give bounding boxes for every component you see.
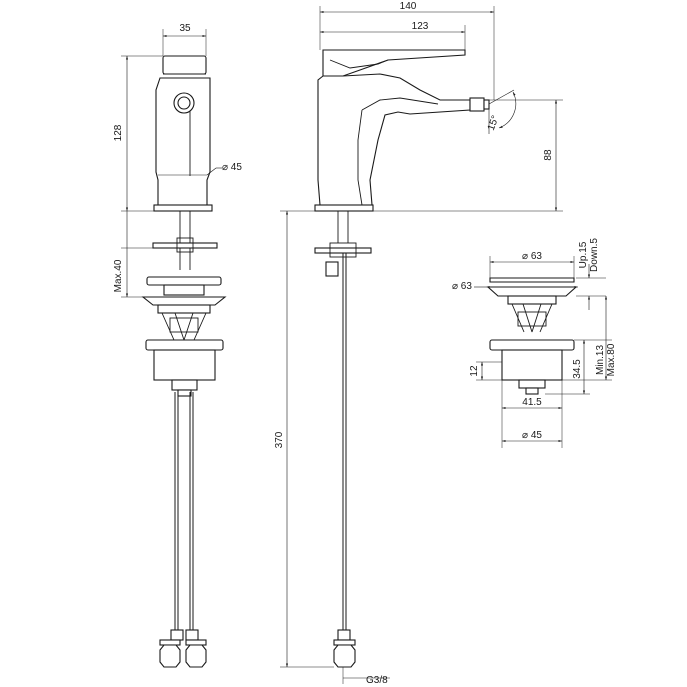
front-base (153, 204, 213, 212)
front-waste-valve (141, 276, 227, 397)
dim-waste-down: Down.5 (589, 238, 600, 272)
dim-front-body-width: 35 (179, 23, 191, 34)
front-fixing-plate (152, 242, 218, 249)
dim-side-spout-reach: 123 (412, 21, 429, 32)
side-body (317, 73, 471, 206)
dim-waste-12: 12 (469, 365, 480, 377)
waste-cap (489, 277, 575, 283)
dim-waste-top-diameter: ⌀ 63 (522, 251, 542, 262)
side-aerator (469, 97, 485, 112)
side-hose-connector (333, 629, 356, 668)
dim-waste-min: Min.13 (595, 345, 606, 375)
dim-waste-max: Max.80 (606, 343, 617, 376)
dim-waste-up: Up.15 (578, 241, 589, 268)
dim-waste-bottom-diameter: ⌀ 45 (522, 430, 542, 441)
front-view: 35 128 ⌀ 45 Max.40 (113, 23, 242, 668)
dim-side-angle: 15° (486, 114, 502, 132)
waste-flange (489, 339, 575, 351)
dim-side-hose-length: 370 (274, 431, 285, 448)
front-handle (162, 55, 207, 75)
dim-side-total-width: 140 (400, 1, 417, 12)
waste-body (501, 349, 563, 381)
dim-front-max-40: Max.40 (113, 259, 124, 292)
side-base (314, 204, 374, 212)
waste-detail: ⌀ 63 ⌀ 63 Up.15 Down.5 Min.13 Max.80 34.… (452, 238, 617, 448)
dim-side-connection: G3/8 (366, 675, 388, 686)
side-fixing-plate (314, 247, 372, 254)
front-hose-connectors (159, 629, 207, 668)
dim-waste-34-5: 34.5 (572, 359, 583, 379)
side-view: 140 123 88 15° 370 G3/8 (274, 1, 563, 686)
dim-waste-cap-diameter: ⌀ 63 (452, 281, 472, 292)
side-lever (322, 49, 466, 77)
dim-front-base-diameter: ⌀ 45 (222, 162, 242, 173)
dim-front-height: 128 (113, 124, 124, 141)
dim-side-height: 88 (543, 149, 554, 161)
dim-waste-41-5: 41.5 (522, 397, 542, 408)
